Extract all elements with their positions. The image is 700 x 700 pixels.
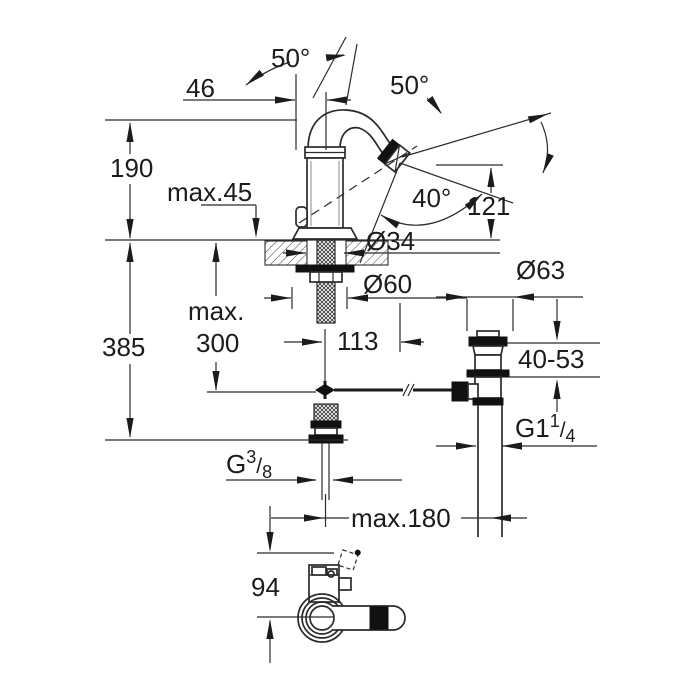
rod-coupling — [451, 381, 469, 402]
plan-aerator-dashed — [337, 549, 361, 571]
thread-g38-main: G — [226, 449, 246, 479]
front-view-waste — [451, 330, 510, 537]
mounting-nut — [309, 271, 343, 283]
dim-label-max300-line2: 300 — [196, 328, 239, 358]
thread-g114-sub: 4 — [566, 426, 576, 446]
spray-line-upper — [399, 162, 514, 204]
mounting-washer — [295, 264, 355, 273]
dim-label-94: 94 — [251, 572, 280, 602]
dimension-46: 46 — [183, 73, 351, 150]
thread-g38-slash: / — [256, 455, 262, 478]
dimension-50-right: 50° — [390, 70, 554, 175]
dim-label-max45: max.45 — [167, 177, 252, 207]
front-view-faucet — [264, 109, 514, 527]
thread-label-g1-quarter: G11/4 — [515, 411, 576, 446]
thread-g38-sub: 8 — [262, 462, 272, 482]
dim-label-dia34: Ø34 — [366, 226, 415, 256]
angle-label-40: 40° — [412, 183, 451, 213]
rod-joint — [315, 383, 335, 397]
dim-label-max300-line1: max. — [188, 296, 244, 326]
plan-body-circle — [309, 605, 335, 631]
base-flange — [291, 227, 359, 240]
dim-label-190: 190 — [110, 153, 153, 183]
waste-cap — [476, 330, 500, 338]
dim-label-40-53: 40-53 — [518, 344, 585, 374]
dimension-94: 94 — [251, 506, 334, 663]
dimension-max180: max.180 — [271, 503, 527, 533]
spout-axis-dashed — [298, 145, 418, 224]
dimension-max45: max.45 — [167, 177, 260, 238]
dimension-dia60: Ø60 — [264, 269, 467, 309]
dim-label-113: 113 — [337, 326, 378, 356]
dimension-g1-quarter: G11/4 — [436, 411, 597, 450]
dimension-max300: max. 300 — [188, 242, 316, 393]
thread-g114-sup: 1 — [550, 411, 560, 431]
plan-handle-band — [369, 606, 389, 630]
dimension-40-53: 40-53 — [507, 299, 600, 412]
faucet-body — [306, 157, 344, 229]
supply-connector-base — [308, 434, 344, 444]
dimension-190: 190 — [105, 119, 297, 239]
dimension-113: 113 — [284, 303, 424, 356]
dimension-g-three-eighths: G3/8 — [226, 447, 402, 484]
waste-seal-ring — [466, 369, 510, 378]
dimension-40: 40° — [379, 183, 485, 229]
thread-g38-sup: 3 — [246, 447, 256, 467]
pop-up-knob — [295, 206, 308, 228]
dimension-385: 385 — [102, 242, 348, 441]
dim-label-dia63: Ø63 — [516, 255, 565, 285]
waste-body-lower — [474, 376, 502, 399]
angle-label-50-right: 50° — [390, 70, 429, 100]
supply-connector-thread — [313, 403, 339, 422]
spout-inner-curve — [339, 126, 387, 159]
dim-label-385: 385 — [102, 332, 145, 362]
spray-line-lower — [359, 162, 401, 264]
thread-label-g38: G3/8 — [226, 447, 272, 482]
spout-outer-curve — [307, 109, 394, 150]
plan-lever-handle — [332, 605, 406, 631]
plan-view — [297, 549, 406, 643]
waste-flange — [468, 336, 508, 347]
dim-label-max180: max.180 — [351, 503, 451, 533]
angle-label-50-left: 50° — [271, 43, 310, 73]
thread-g114-slash: / — [560, 419, 566, 442]
thread-g114-main: G1 — [515, 413, 550, 443]
dim-label-46: 46 — [186, 73, 215, 103]
dimension-dia63: Ø63 — [436, 255, 583, 331]
aerator — [376, 138, 411, 174]
waste-body-upper — [474, 354, 502, 371]
dimension-121: 121 — [436, 164, 510, 239]
dimension-50-left: 50° — [243, 36, 358, 106]
dimension-dia34: Ø34 — [283, 226, 500, 257]
dim-label-dia60: Ø60 — [363, 269, 412, 299]
dim-label-121: 121 — [467, 191, 510, 221]
